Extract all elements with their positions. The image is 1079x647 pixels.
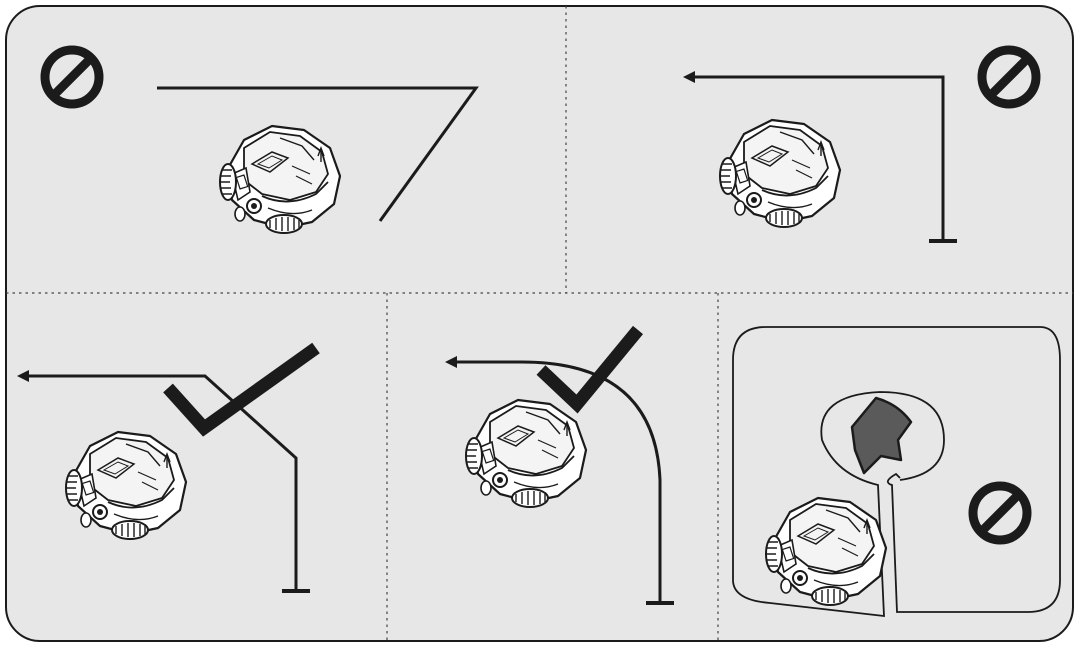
panel-right-angle-corner xyxy=(683,50,1036,243)
arrowhead-icon xyxy=(445,356,457,368)
boundary-wire-perimeter-left xyxy=(732,360,945,618)
arrowhead-icon xyxy=(17,370,29,382)
boundary-wire-chamfered xyxy=(29,374,298,590)
boundary-wire-rounded xyxy=(457,360,662,602)
panel-narrow-passage-island xyxy=(732,326,1061,618)
boundary-wire-right-angle xyxy=(695,75,945,240)
diagram-frame xyxy=(5,5,1074,642)
obstacle-island xyxy=(850,396,913,475)
checkmark-icon xyxy=(536,325,644,414)
panel-acute-corner xyxy=(45,50,479,235)
boundary-wire-acute xyxy=(157,86,479,222)
panel-rounded-corner xyxy=(445,325,674,605)
arrowhead-icon xyxy=(683,71,695,83)
checkmark-icon xyxy=(163,342,320,437)
boundary-wire-perimeter xyxy=(732,326,1061,613)
panel-chamfered-corner xyxy=(17,342,320,593)
